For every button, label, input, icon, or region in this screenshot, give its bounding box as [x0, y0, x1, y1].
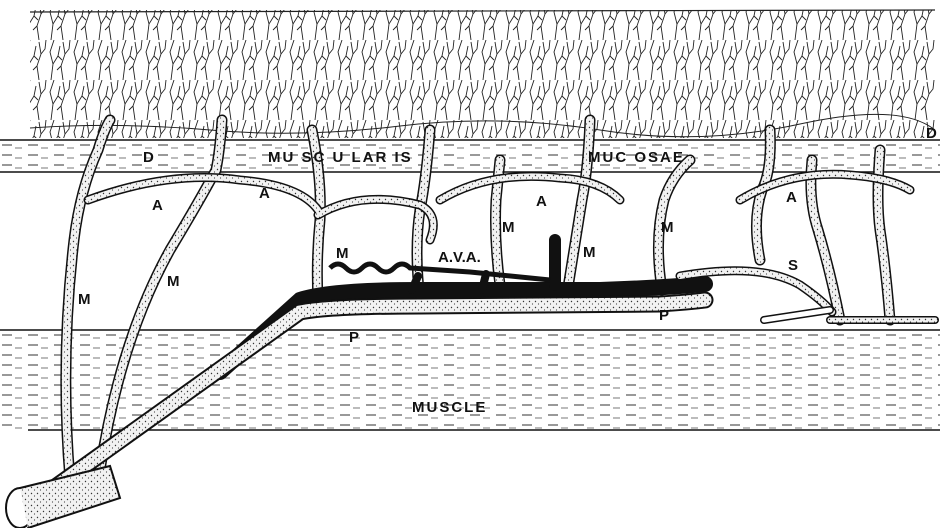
- muscle-label: MUSCLE: [412, 399, 487, 416]
- label-m-3: M: [336, 245, 349, 262]
- label-m-2: M: [167, 273, 180, 290]
- muscularis-label: MU SC U LAR IS: [268, 149, 413, 166]
- mucosa-capillary-layer: [30, 10, 935, 138]
- label-m-4: M: [502, 219, 515, 236]
- label-m-6: M: [661, 219, 674, 236]
- label-m-1: M: [78, 291, 91, 308]
- label-p-2: P: [659, 307, 669, 324]
- vessel-s: [680, 271, 935, 320]
- label-a-2: A: [259, 185, 270, 202]
- mucosae-label: MUC OSAE: [588, 149, 685, 166]
- label-a-1: A: [152, 197, 163, 214]
- label-d-right: D: [926, 125, 937, 142]
- label-a-4: A: [786, 189, 797, 206]
- label-s: S: [788, 257, 798, 274]
- label-ava: A.V.A.: [438, 249, 481, 266]
- label-p-1: P: [349, 329, 359, 346]
- label-d-left: D: [143, 149, 154, 166]
- label-m-5: M: [583, 244, 596, 261]
- label-a-3: A: [536, 193, 547, 210]
- ava-vessel: [330, 264, 550, 280]
- muscularis-mucosae-layer: [0, 140, 940, 172]
